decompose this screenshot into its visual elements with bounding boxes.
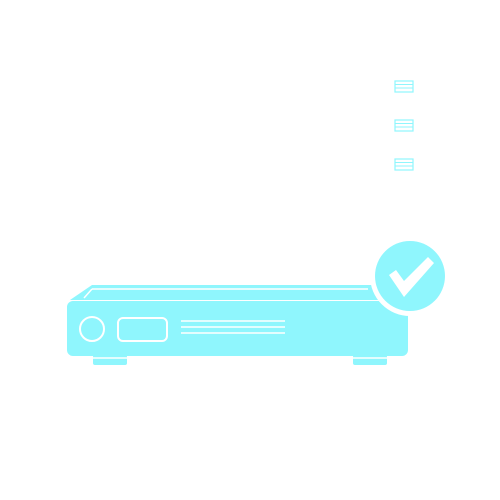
checkmark-icon xyxy=(389,257,434,297)
device-power-knob xyxy=(79,316,105,342)
device-top-lid xyxy=(70,285,404,300)
device-foot-left xyxy=(93,355,127,365)
checkmark-badge-icon xyxy=(370,236,450,316)
indicator-icon-top xyxy=(394,80,414,93)
indicator-icon-middle xyxy=(394,119,414,132)
set-top-box-icon xyxy=(67,285,408,365)
device-front-panel xyxy=(67,301,408,356)
device-foot-right xyxy=(353,355,387,365)
device-display-window xyxy=(117,317,168,342)
indicator-icon-bottom xyxy=(394,158,414,171)
